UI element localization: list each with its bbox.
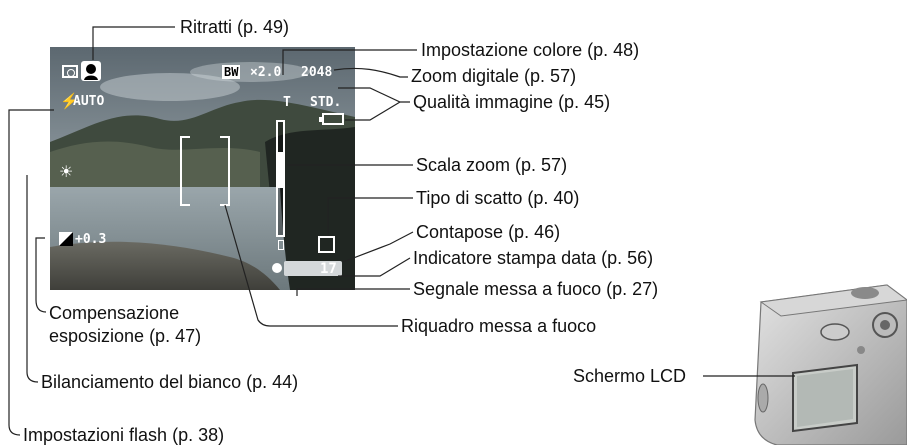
- label-tipo-di-scatto: Tipo di scatto (p. 40): [416, 188, 579, 208]
- label-compensazione-line2: esposizione (p. 47): [49, 326, 201, 346]
- label-impostazioni-flash: Impostazioni flash (p. 38): [23, 425, 224, 445]
- label-indicatore-stampa-data: Indicatore stampa data (p. 56): [413, 248, 653, 268]
- label-compensazione-line1: Compensazione: [49, 303, 179, 323]
- label-ritratti: Ritratti (p. 49): [180, 17, 289, 37]
- label-scala-zoom: Scala zoom (p. 57): [416, 155, 567, 175]
- label-impostazione-colore: Impostazione colore (p. 48): [421, 40, 639, 60]
- label-riquadro-messa-a-fuoco: Riquadro messa a fuoco: [401, 316, 596, 336]
- label-schermo-lcd: Schermo LCD: [573, 366, 686, 386]
- label-qualita-immagine: Qualità immagine (p. 45): [413, 92, 610, 112]
- label-contapose: Contapose (p. 46): [416, 222, 560, 242]
- label-bilanciamento-bianco: Bilanciamento del bianco (p. 44): [41, 372, 298, 392]
- label-zoom-digitale: Zoom digitale (p. 57): [411, 66, 576, 86]
- label-segnale-messa-a-fuoco: Segnale messa a fuoco (p. 27): [413, 279, 658, 299]
